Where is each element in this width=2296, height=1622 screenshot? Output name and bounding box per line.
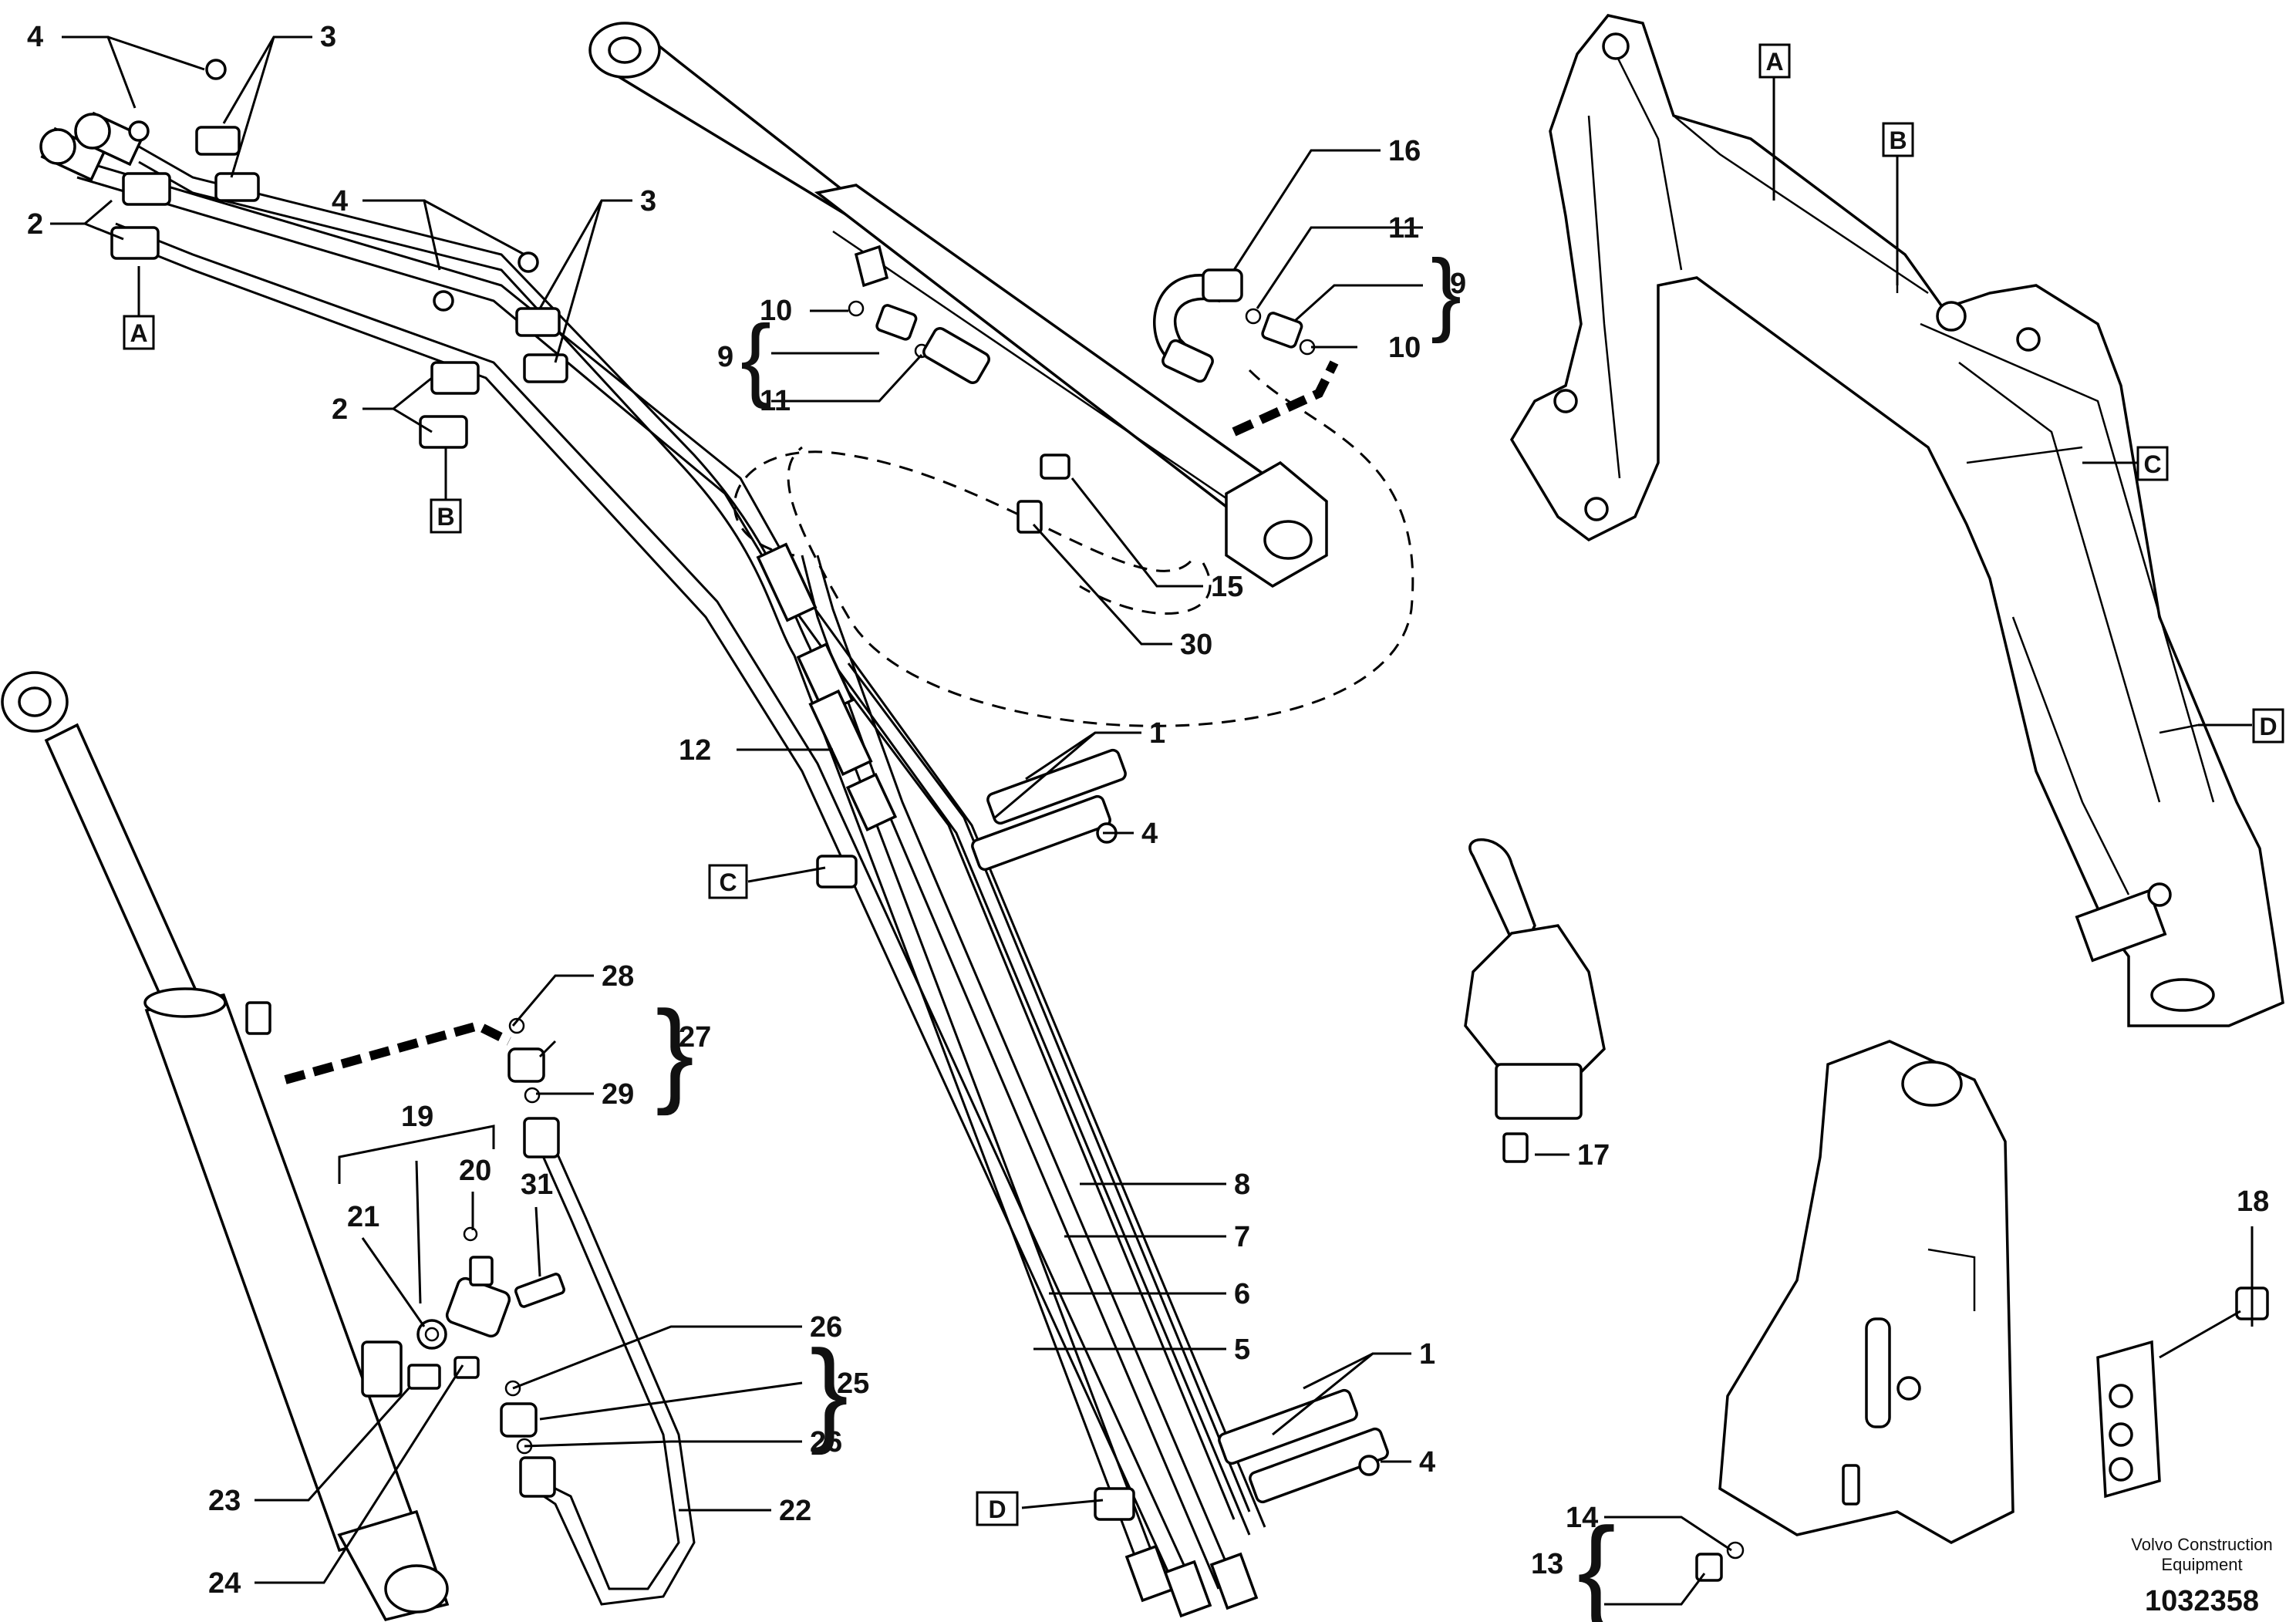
callout-10: 10 [1388,332,1421,364]
callout-23: 23 [208,1485,241,1517]
svg-text:B: B [437,503,454,531]
callout-1: 1 [1149,717,1165,750]
callout-1: 1 [1419,1338,1435,1371]
joystick-drawing [1464,838,1606,1163]
ref-b-top: B [1882,122,1914,157]
callout-4: 4 [1419,1446,1435,1479]
brace-9-left: { [740,306,771,410]
ref-c: C [708,864,748,899]
callout-18: 18 [2237,1185,2269,1218]
svg-text:B: B [1889,126,1907,154]
ref-b: B [430,498,462,534]
callout-8: 8 [1234,1168,1250,1201]
brace-13: { [1577,1503,1616,1622]
brace-25: } [810,1326,848,1455]
boom-arm-drawing [1509,14,2284,1027]
hose-couplings [756,542,898,831]
line-end-fittings-bottom [1124,1544,1259,1618]
clamp-set-a [110,59,260,260]
ref-d: D [976,1491,1019,1526]
callout-14: 14 [1566,1502,1598,1534]
callout-28: 28 [602,960,634,993]
callout-2: 2 [332,393,348,426]
fitting-group-19 [407,1226,565,1390]
callout-7: 7 [1234,1221,1250,1253]
ref-a-top: A [1758,43,1791,79]
callout-30: 30 [1180,629,1212,661]
callout-16: 16 [1388,135,1421,167]
ref-a: A [123,315,155,350]
fitting-group-27 [507,1017,545,1104]
callout-13: 13 [1531,1548,1563,1580]
clamp-set-d [1094,1388,1389,1521]
callout-10: 10 [760,295,792,327]
callout-4: 4 [332,185,348,218]
fitting-group-9-right [1153,268,1316,383]
ref-c-boom: C [2136,446,2169,481]
clamp-set-c [816,748,1127,889]
callout-29: 29 [602,1078,634,1111]
brace-9-right: } [1431,241,1462,344]
callout-9: 9 [1450,268,1466,300]
callout-3: 3 [320,21,336,53]
callout-6: 6 [1234,1278,1250,1310]
drawing-number: 1032358 [2145,1585,2259,1617]
callout-22: 22 [779,1495,811,1527]
hydraulic-tank-drawing [1718,1040,2014,1544]
callout-25: 25 [837,1367,869,1400]
fitting-group-9-left [848,300,990,385]
part-15-30 [1017,454,1070,534]
valve-block-drawing [2096,1286,2269,1499]
callout-24: 24 [208,1567,241,1600]
callout-2: 2 [27,208,43,241]
brand-line-1: Volvo Construction [2131,1535,2272,1554]
callout-15: 15 [1211,571,1243,603]
pipe-22 [519,1117,696,1606]
callout-11: 11 [1388,212,1419,244]
callout-4: 4 [27,21,43,53]
callout-4: 4 [1141,818,1158,850]
svg-text:D: D [988,1496,1006,1523]
callout-5: 5 [1234,1334,1250,1366]
hose-section-27 [284,1020,511,1084]
svg-text:A: A [1765,48,1783,76]
svg-text:C: C [719,868,737,896]
callout-11: 11 [760,385,791,417]
leader-lines [50,35,2254,1606]
callout-19: 19 [401,1101,433,1133]
svg-text:D: D [2259,713,2277,740]
callout-26: 26 [810,1426,842,1458]
hose-loop-dashed [733,450,1212,615]
callout-12: 12 [679,734,711,767]
callout-27: 27 [679,1021,711,1054]
ref-d-boom: D [2252,708,2284,744]
upper-hydraulic-cylinder [588,22,1328,588]
hose-section-16 [1232,360,1339,437]
svg-text:A: A [130,319,147,347]
callout-labels: 4 3 2 4 3 2 10 9 11 16 11 9 10 15 30 12 … [27,21,2269,1600]
callout-3: 3 [640,185,656,218]
callout-26: 26 [810,1311,842,1344]
callout-21: 21 [347,1201,379,1233]
line-end-fittings-top [39,111,145,182]
brace-27: } [656,986,694,1116]
callout-9: 9 [717,341,733,373]
brand-line-2: Equipment [2161,1555,2242,1574]
callout-20: 20 [459,1155,491,1187]
lower-hydraulic-cylinder [1,671,450,1622]
callout-31: 31 [521,1168,553,1201]
hose-long-dashed [787,369,1414,727]
fitting-group-25 [500,1380,538,1455]
callout-17: 17 [1577,1139,1610,1172]
svg-text:C: C [2143,450,2161,478]
